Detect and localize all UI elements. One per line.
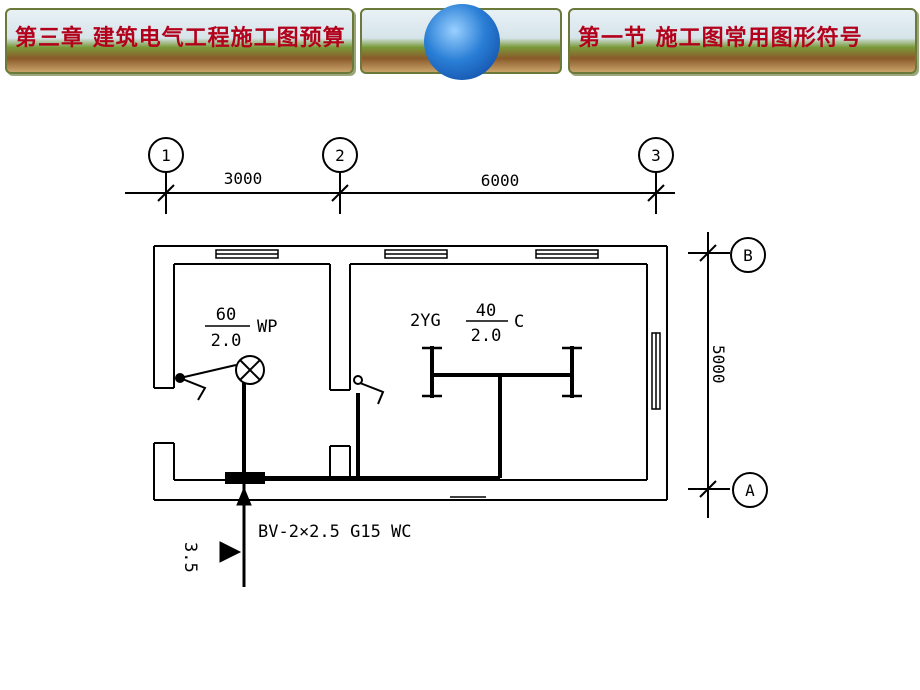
left-fixture-denominator: 2.0 — [211, 331, 242, 351]
row-bubble-A: A — [732, 472, 768, 508]
entry-height-marker-icon — [219, 541, 242, 563]
right-fixture-denominator: 2.0 — [471, 326, 502, 346]
window-right — [651, 332, 661, 410]
feeder-arrow-icon — [236, 486, 252, 506]
top-dimension-line — [125, 172, 675, 214]
dimension-5000: 5000 — [709, 345, 728, 384]
right-fixture-prefix: 2YG — [410, 311, 441, 331]
axis-bubble-2: 2 — [322, 137, 358, 173]
building-walls — [153, 245, 668, 501]
window-top-middle — [384, 249, 448, 259]
row-bubble-B: B — [730, 237, 766, 273]
globe-icon — [360, 4, 562, 80]
right-fixture-suffix: C — [514, 312, 524, 332]
distribution-box — [225, 472, 265, 484]
switch-right-icon — [353, 375, 385, 405]
axis-label-2: 2 — [335, 146, 345, 165]
window-top-left — [215, 249, 279, 259]
axis-label-1: 1 — [161, 146, 171, 165]
right-dimension-line — [688, 232, 730, 518]
row-label-A: A — [745, 481, 755, 500]
chapter-title-banner: 第三章 建筑电气工程施工图预算 — [5, 8, 354, 74]
axis-bubble-3: 3 — [638, 137, 674, 173]
window-top-right — [535, 249, 599, 259]
left-fixture-suffix: WP — [257, 317, 277, 337]
switch-left-icon — [175, 364, 237, 401]
lamp-icon — [235, 355, 265, 385]
right-fixture-numerator: 40 — [476, 301, 496, 321]
entry-height-label: 3.5 — [180, 542, 200, 573]
section-title-banner: 第一节 施工图常用图形符号 — [568, 8, 917, 74]
left-fixture-numerator: 60 — [216, 305, 236, 325]
section-title: 第一节 施工图常用图形符号 — [578, 25, 863, 51]
row-label-B: B — [743, 246, 753, 265]
dimension-3000: 3000 — [224, 169, 263, 188]
axis-label-3: 3 — [651, 146, 661, 165]
fluorescent-lamp-icon — [422, 346, 582, 398]
feeder-label: BV-2×2.5 G15 WC — [258, 522, 412, 542]
chapter-title: 第三章 建筑电气工程施工图预算 — [15, 25, 346, 51]
axis-bubble-1: 1 — [148, 137, 184, 173]
wiring — [242, 375, 502, 480]
dimension-6000: 6000 — [481, 171, 520, 190]
